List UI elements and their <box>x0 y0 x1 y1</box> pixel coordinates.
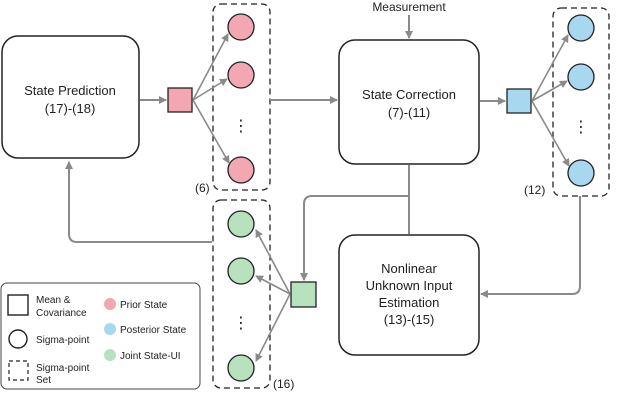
legend-dashed-square-icon <box>8 360 29 381</box>
prior-dots: ⋮ <box>233 118 249 135</box>
joint-sigma-point <box>227 354 255 382</box>
legend-prior: Prior State <box>120 300 168 311</box>
posterior-mean-covariance <box>506 88 532 114</box>
joint-sigma-set: ⋮ (16) <box>212 199 294 391</box>
joint-fan-arrows <box>255 229 291 362</box>
joint-sigma-point <box>227 210 255 238</box>
prior-sigma-point <box>227 61 255 89</box>
posterior-sigma-point <box>567 14 595 42</box>
input-estimation-line2: Unknown Input <box>366 278 453 293</box>
prior-sigma-point <box>227 156 255 184</box>
prior-sigma-set: ⋮ (6) <box>195 3 271 195</box>
joint-sigma-point <box>227 257 255 285</box>
posterior-to-estimation-arrow <box>480 196 581 298</box>
legend-frame <box>0 282 201 390</box>
posterior-set-equation: (12) <box>524 183 545 197</box>
correction-to-joint-arrow <box>300 195 409 281</box>
input-estimation-line3: Estimation <box>379 295 440 310</box>
legend-joint: Joint State-UI <box>120 351 181 362</box>
posterior-fan-arrows <box>531 34 570 167</box>
legend-circle-icon <box>8 329 28 349</box>
input-estimation-line1: Nonlinear <box>381 261 437 276</box>
prior-sigma-point <box>227 13 255 41</box>
prior-set-equation: (6) <box>195 181 210 195</box>
state-prediction-equations: (17)-(18) <box>45 101 96 116</box>
input-estimation-block: Nonlinear Unknown Input Estimation (13)-… <box>338 234 480 356</box>
prior-fan-arrows <box>192 33 230 164</box>
legend-joint-swatch <box>104 349 116 361</box>
joint-dots: ⋮ <box>233 315 249 332</box>
posterior-sigma-point <box>567 63 595 91</box>
input-estimation-equations: (13)-(15) <box>384 312 435 327</box>
prior-mean-covariance <box>167 87 193 113</box>
legend: Mean & Covariance Sigma-point Sigma-poin… <box>0 282 201 390</box>
joint-set-border <box>212 199 271 389</box>
legend-mean-cov-line2: Covariance <box>36 308 87 319</box>
legend-posterior: Posterior State <box>120 325 187 336</box>
posterior-sigma-point <box>567 159 595 187</box>
state-prediction-title: State Prediction <box>24 83 116 98</box>
prior-set-border <box>212 3 271 191</box>
measurement-label: Measurement <box>372 0 446 14</box>
legend-square-icon <box>7 294 29 316</box>
state-prediction-block: State Prediction (17)-(18) <box>1 35 140 159</box>
joint-to-prediction-arrow <box>65 161 212 243</box>
state-correction-block: State Correction (7)-(11) <box>338 39 480 165</box>
posterior-set-border <box>552 7 610 197</box>
posterior-sigma-set: ⋮ (12) <box>524 7 610 197</box>
state-correction-equations: (7)-(11) <box>388 105 430 120</box>
legend-sigma-point: Sigma-point <box>36 335 90 346</box>
joint-set-equation: (16) <box>273 377 294 391</box>
legend-sigma-set-line1: Sigma-point <box>36 363 90 374</box>
legend-posterior-swatch <box>104 323 116 335</box>
legend-mean-cov-line1: Mean & <box>36 295 71 306</box>
legend-prior-swatch <box>104 298 116 310</box>
joint-mean-covariance <box>290 281 317 308</box>
posterior-dots: ⋮ <box>573 119 589 136</box>
state-correction-title: State Correction <box>362 87 456 102</box>
legend-sigma-set-line2: Set <box>36 375 51 386</box>
